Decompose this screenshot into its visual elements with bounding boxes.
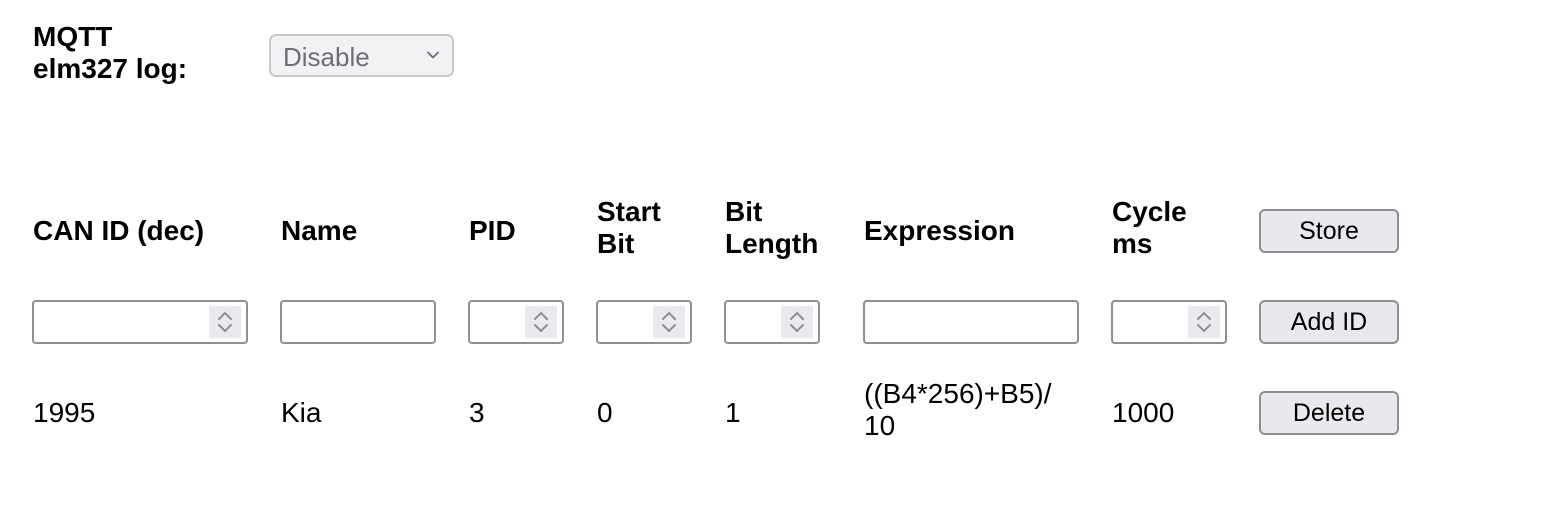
header-start-bit-line1: Start bbox=[597, 196, 661, 227]
cycle-ms-stepper[interactable] bbox=[1188, 306, 1220, 338]
header-pid: PID bbox=[469, 215, 516, 246]
header-bit-length: Bit Length bbox=[725, 196, 818, 260]
header-bit-length-line1: Bit bbox=[725, 196, 763, 227]
pid-input[interactable] bbox=[468, 300, 564, 344]
mqtt-log-label: MQTT elm327 log: bbox=[33, 21, 187, 85]
delete-button[interactable]: Delete bbox=[1259, 391, 1399, 435]
stepper-updown-icon bbox=[534, 311, 548, 333]
stepper-updown-icon bbox=[218, 311, 232, 333]
add-id-button[interactable]: Add ID bbox=[1259, 300, 1399, 344]
pid-stepper[interactable] bbox=[525, 306, 557, 338]
cell-bit-length: 1 bbox=[725, 397, 741, 428]
cell-name: Kia bbox=[281, 397, 322, 428]
cell-expression-line1: ((B4*256)+B5)/ bbox=[864, 378, 1052, 409]
cycle-ms-input[interactable] bbox=[1111, 300, 1227, 344]
expression-input[interactable] bbox=[863, 300, 1079, 344]
stepper-updown-icon bbox=[790, 311, 804, 333]
can-id-input[interactable] bbox=[32, 300, 248, 344]
header-cycle-line2: ms bbox=[1112, 228, 1153, 259]
mqtt-log-label-line2: elm327 log: bbox=[33, 53, 188, 84]
start-bit-stepper[interactable] bbox=[653, 306, 685, 338]
bit-length-stepper[interactable] bbox=[781, 306, 813, 338]
header-can-id: CAN ID (dec) bbox=[33, 215, 205, 246]
cell-start-bit: 0 bbox=[597, 397, 613, 428]
can-id-stepper[interactable] bbox=[209, 306, 241, 338]
chevron-down-icon bbox=[427, 51, 439, 59]
cell-expression: ((B4*256)+B5)/ 10 bbox=[864, 378, 1052, 442]
start-bit-input[interactable] bbox=[596, 300, 692, 344]
stepper-updown-icon bbox=[1197, 311, 1211, 333]
header-start-bit-line2: Bit bbox=[597, 228, 635, 259]
stepper-updown-icon bbox=[662, 311, 676, 333]
cell-pid: 3 bbox=[469, 397, 485, 428]
mqtt-log-label-line1: MQTT bbox=[33, 21, 113, 52]
header-name: Name bbox=[281, 215, 358, 246]
mqtt-log-select[interactable]: Disable bbox=[269, 34, 454, 77]
name-input[interactable] bbox=[280, 300, 436, 344]
cell-can-id: 1995 bbox=[33, 397, 96, 428]
header-cycle-ms: Cycle ms bbox=[1112, 196, 1187, 260]
header-bit-length-line2: Length bbox=[725, 228, 819, 259]
bit-length-input[interactable] bbox=[724, 300, 820, 344]
mqtt-log-select-value: Disable bbox=[283, 42, 370, 72]
store-button[interactable]: Store bbox=[1259, 209, 1399, 253]
header-start-bit: Start Bit bbox=[597, 196, 661, 260]
header-expression: Expression bbox=[864, 215, 1015, 246]
cell-expression-line2: 10 bbox=[864, 410, 896, 441]
header-cycle-line1: Cycle bbox=[1112, 196, 1187, 227]
cell-cycle-ms: 1000 bbox=[1112, 397, 1175, 428]
